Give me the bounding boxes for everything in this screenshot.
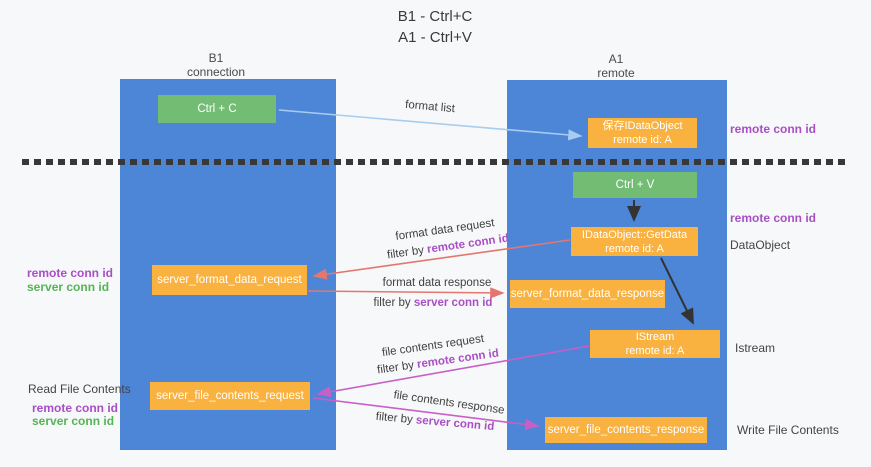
annotation-istream: Istream (735, 341, 776, 355)
annotation-remote-conn-id-left2: remote conn id (32, 401, 119, 415)
server-file-contents-request-label: server_file_contents_request (156, 390, 304, 402)
phase-separator-dashed-line (22, 159, 849, 165)
idataobject-getdata-line2: remote id: A (605, 242, 664, 255)
flow-label-file-contents-response: file contents response (392, 389, 506, 417)
annotation-remote-conn-id-mid: remote conn id (730, 211, 817, 225)
server-format-data-response-step: server_format_data_response (510, 280, 665, 308)
arrow-format-data-response (307, 287, 505, 299)
left-column-role: connection (186, 65, 246, 79)
flow-label-filter-server-2: filter by server conn id (375, 411, 494, 433)
flow-label-filter-server-1: filter by server conn id (374, 297, 493, 309)
ctrl-c-label: Ctrl + C (197, 103, 237, 115)
ctrl-v-label: Ctrl + V (615, 179, 655, 191)
title-line-2: A1 - Ctrl+V (398, 29, 472, 46)
annotation-server-conn-id-left1: server conn id (27, 280, 110, 294)
ctrl-v-step: Ctrl + V (573, 172, 697, 198)
server-file-contents-response-step: server_file_contents_response (545, 417, 707, 443)
filter-prefix: filter by (373, 297, 414, 309)
right-column-role: remote (597, 66, 635, 80)
save-idataobject-step: 保存IDataObject remote id: A (588, 118, 697, 148)
server-file-contents-response-label: server_file_contents_response (547, 424, 705, 436)
server-conn-id-key: server conn id (415, 414, 495, 434)
istream-line2: remote id: A (625, 345, 685, 357)
annotation-read-file-contents: Read File Contents (28, 382, 131, 396)
annotation-remote-conn-id-left1: remote conn id (27, 266, 114, 280)
annotation-server-conn-id-left2: server conn id (32, 414, 115, 428)
annotation-dataobject: DataObject (730, 238, 791, 252)
server-format-data-response-label: server_format_data_response (510, 288, 665, 300)
istream-line1: IStream (635, 331, 675, 343)
save-idataobject-line2: remote id: A (613, 134, 672, 146)
filter-prefix: filter by (376, 358, 418, 377)
server-format-data-request-step: server_format_data_request (152, 265, 307, 295)
filter-prefix: filter by (375, 410, 417, 427)
idataobject-getdata-line1: IDataObject::GetData (581, 228, 688, 241)
server-conn-id-key: server conn id (413, 297, 493, 309)
save-idataobject-line1: 保存IDataObject (602, 120, 683, 132)
server-file-contents-request-step: server_file_contents_request (150, 382, 310, 410)
diagram-title: B1 - Ctrl+C A1 - Ctrl+V (300, 6, 570, 48)
flow-label-format-list: format list (404, 98, 456, 116)
flow-label-format-data-response: format data response (382, 277, 492, 289)
title-line-1: B1 - Ctrl+C (397, 8, 473, 25)
ctrl-c-step: Ctrl + C (158, 95, 276, 123)
right-column-name: A1 (608, 52, 624, 66)
left-column-name: B1 (208, 51, 224, 65)
annotation-write-file-contents: Write File Contents (737, 423, 839, 437)
right-column-header: A1 remote (597, 52, 634, 80)
idataobject-getdata-step: IDataObject::GetData remote id: A (571, 227, 698, 256)
server-format-data-request-label: server_format_data_request (157, 274, 302, 286)
istream-step: IStream remote id: A (590, 330, 720, 358)
left-column-header: B1 connection (187, 51, 245, 79)
filter-prefix: filter by (386, 243, 428, 262)
annotation-remote-conn-id-top: remote conn id (730, 122, 817, 136)
